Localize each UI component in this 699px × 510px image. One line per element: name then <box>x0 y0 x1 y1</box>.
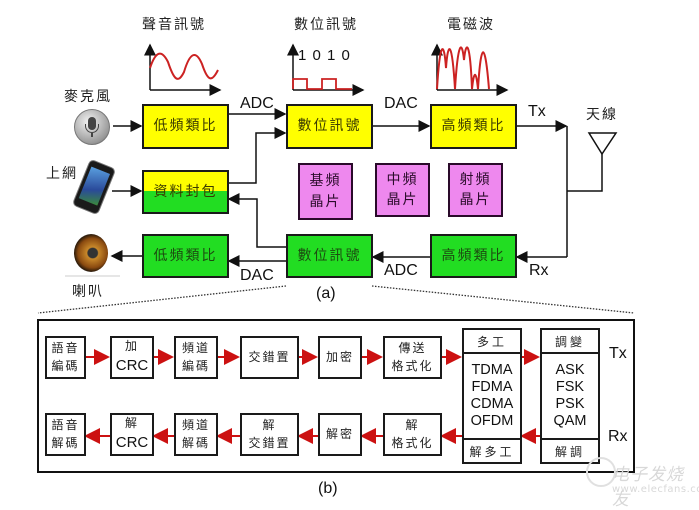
tx-digital-signal-box: 數位訊號 <box>286 104 373 149</box>
modulated-wave <box>436 46 490 90</box>
rx-dac-label: DAC <box>240 267 274 284</box>
part-b-caption: (b) <box>318 480 338 497</box>
modulation-head: 調變 <box>542 330 598 354</box>
rx-adc-label: ADC <box>384 262 418 279</box>
em-wave-chart <box>431 43 509 96</box>
decrypt-box: 解密 <box>318 413 362 456</box>
rx-low-freq-analog-box: 低頻類比 <box>142 234 229 278</box>
digital-signal-chart <box>287 43 365 96</box>
rx-high-freq-analog-box: 高頻類比 <box>430 234 517 278</box>
digital-bits-label: 1 0 1 0 <box>298 47 351 64</box>
voice-decode-box: 語音解碼 <box>45 413 86 456</box>
antenna-icon <box>587 132 618 156</box>
tx-dac-label: DAC <box>384 95 418 112</box>
multiplex-head: 多工 <box>464 330 520 354</box>
rf-chip-box: 射頻晶片 <box>448 163 503 217</box>
tx-high-freq-analog-box: 高頻類比 <box>430 104 517 149</box>
demultiplex-foot: 解多工 <box>464 438 520 462</box>
sine-wave <box>149 52 219 80</box>
square-wave <box>292 78 352 90</box>
microphone-icon <box>74 109 110 145</box>
analog-signal-chart <box>144 43 222 96</box>
speaker-label: 喇叭 <box>72 284 104 300</box>
data-packet-box: 資料封包 <box>142 170 229 214</box>
part-b-frame <box>37 319 635 473</box>
part-b-tx-label: Tx <box>609 345 627 362</box>
modulation-schemes: ASK FSK PSK QAM <box>553 362 587 429</box>
part-a-caption: (a) <box>316 285 336 302</box>
baseband-chip-box: 基頻晶片 <box>298 163 353 220</box>
watermark-url: www.elecfans.com <box>612 484 699 495</box>
demodulation-foot: 解調 <box>542 438 598 462</box>
speaker-icon <box>74 234 108 272</box>
internet-label: 上網 <box>46 166 78 182</box>
voice-encode-box: 語音編碼 <box>45 336 86 379</box>
rx-label: Rx <box>529 262 549 279</box>
tx-low-freq-analog-box: 低頻類比 <box>142 104 229 149</box>
watermark-title: 电子发烧友 <box>612 465 684 510</box>
em-wave-label: 電磁波 <box>447 17 495 33</box>
tx-adc-label: ADC <box>240 95 274 112</box>
watermark-logo-icon <box>586 457 616 487</box>
interleave-box: 交錯置 <box>240 336 299 379</box>
rx-digital-signal-box: 數位訊號 <box>286 234 373 278</box>
modulation-box: 調變 ASK FSK PSK QAM 解調 <box>540 328 600 464</box>
tx-label: Tx <box>528 103 546 120</box>
channel-encode-box: 頻道編碼 <box>174 336 218 379</box>
multiplex-schemes: TDMA FDMA CDMA OFDM <box>470 362 514 429</box>
digital-signal-label: 數位訊號 <box>294 17 358 33</box>
microphone-label: 麥克風 <box>64 89 112 105</box>
analog-signal-label: 聲音訊號 <box>142 17 206 33</box>
deinterleave-box: 解交錯置 <box>240 413 299 456</box>
antenna-label: 天線 <box>586 107 618 123</box>
multiplex-box: 多工 TDMA FDMA CDMA OFDM 解多工 <box>462 328 522 464</box>
rx-deformat-box: 解格式化 <box>383 413 442 456</box>
tx-format-box: 傳送格式化 <box>383 336 442 379</box>
channel-decode-box: 頻道解碼 <box>174 413 218 456</box>
part-b-rx-label: Rx <box>608 428 628 445</box>
if-chip-box: 中頻晶片 <box>375 163 430 217</box>
encrypt-box: 加密 <box>318 336 362 379</box>
